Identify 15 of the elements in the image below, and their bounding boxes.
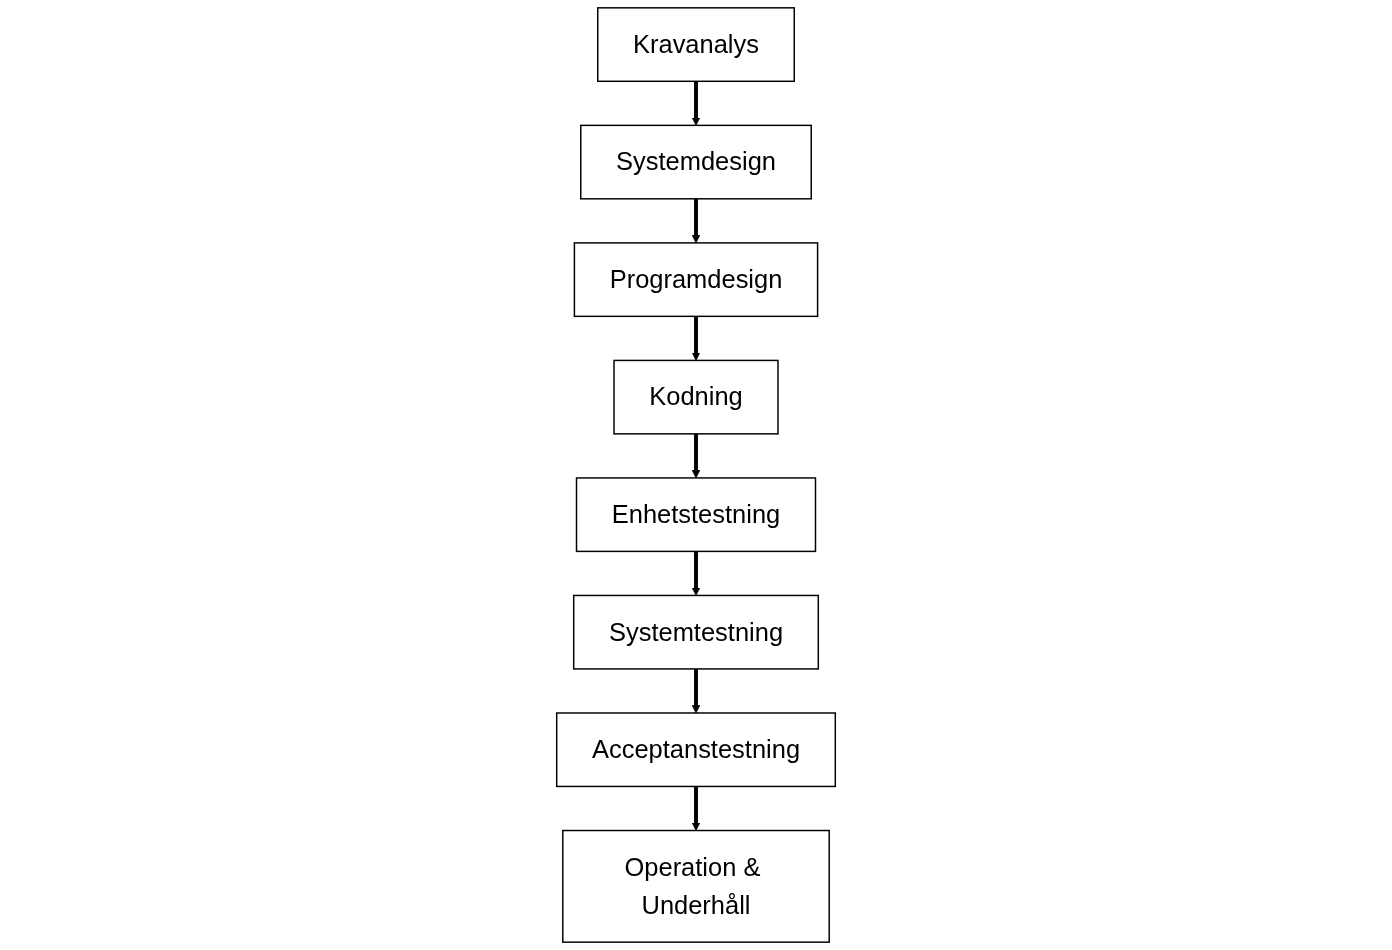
node-box: Systemdesign [580, 124, 812, 200]
node-box: Kodning [613, 359, 779, 435]
arrow [691, 81, 701, 126]
arrow [691, 786, 701, 831]
node-box: Kravanalys [597, 7, 795, 83]
node-box: Enhetstestning [575, 477, 817, 553]
arrow [691, 433, 701, 479]
node-box: Systemtestning [572, 594, 820, 670]
arrow [691, 668, 701, 714]
arrow [691, 551, 701, 596]
node-box: Acceptanstestning [555, 712, 837, 788]
node-box: Operation & Underhåll [562, 829, 830, 943]
arrow [691, 198, 701, 244]
node-box: Programdesign [573, 242, 819, 318]
arrow [691, 316, 701, 361]
